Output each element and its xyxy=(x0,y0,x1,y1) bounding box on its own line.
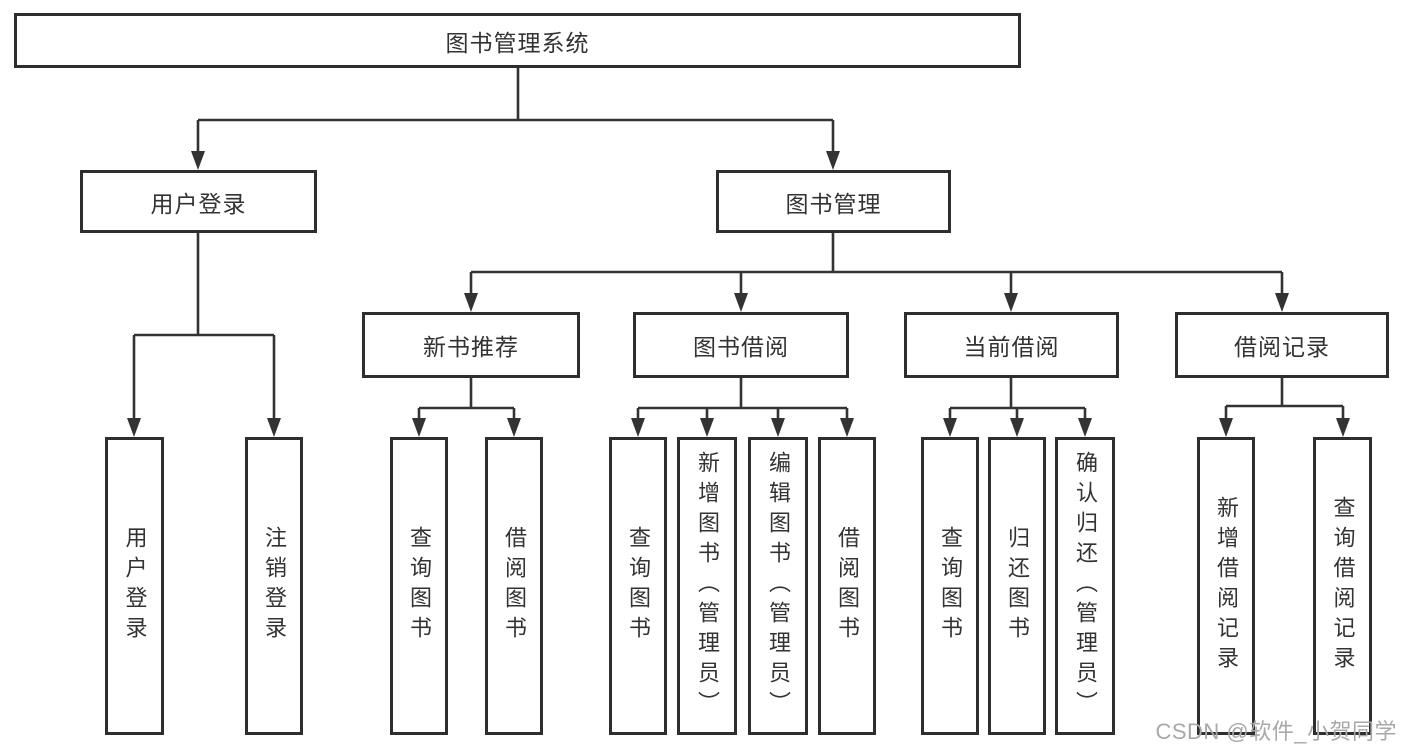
leaf-records-query-record-label: 查询借阅记录 xyxy=(1330,496,1356,676)
leaf-borrow-add-books-admin: 新增图书（管理员） xyxy=(677,437,737,735)
leaf-newrec-borrow-books-label: 借阅图书 xyxy=(502,526,527,646)
leaf-user-login: 用户登录 xyxy=(105,437,164,735)
leaf-records-add-record-label: 新增借阅记录 xyxy=(1214,496,1239,676)
leaf-records-add-record: 新增借阅记录 xyxy=(1197,437,1255,735)
leaf-current-query-books: 查询图书 xyxy=(921,437,979,735)
node-borrow-records: 借阅记录 xyxy=(1175,312,1389,378)
leaf-newrec-query-books: 查询图书 xyxy=(390,437,448,735)
csdn-watermark: CSDN @软件_小贺同学 xyxy=(1155,719,1397,744)
node-root-library-management-system: 图书管理系统 xyxy=(14,13,1021,68)
leaf-logout-label: 注销登录 xyxy=(262,526,287,646)
node-root-label: 图书管理系统 xyxy=(445,29,590,56)
leaf-current-confirm-return-admin-label: 确认归还（管理员） xyxy=(1073,451,1098,721)
node-current-borrow-label: 当前借阅 xyxy=(963,334,1060,360)
node-user-login-branch: 用户登录 xyxy=(80,170,317,233)
node-book-management-branch-label: 图书管理 xyxy=(785,190,882,217)
node-current-borrow: 当前借阅 xyxy=(904,312,1119,378)
leaf-borrow-query-books: 查询图书 xyxy=(609,437,667,735)
leaf-newrec-borrow-books: 借阅图书 xyxy=(485,437,543,735)
leaf-logout: 注销登录 xyxy=(245,437,303,735)
leaf-borrow-edit-books-admin-label: 编辑图书（管理员） xyxy=(766,451,791,721)
node-new-book-recommend: 新书推荐 xyxy=(362,312,580,378)
leaf-borrow-add-books-admin-label: 新增图书（管理员） xyxy=(695,451,720,721)
leaf-current-confirm-return-admin: 确认归还（管理员） xyxy=(1055,437,1115,735)
leaf-current-return-books-label: 归还图书 xyxy=(1005,526,1030,646)
leaf-newrec-query-books-label: 查询图书 xyxy=(407,526,432,646)
node-book-borrow-label: 图书借阅 xyxy=(693,334,789,360)
node-new-book-recommend-label: 新书推荐 xyxy=(423,334,519,360)
node-borrow-records-label: 借阅记录 xyxy=(1234,334,1330,360)
leaf-records-query-record: 查询借阅记录 xyxy=(1313,437,1372,735)
leaf-user-login-label: 用户登录 xyxy=(122,526,148,646)
node-book-management-branch: 图书管理 xyxy=(716,170,951,233)
leaf-borrow-borrow-books: 借阅图书 xyxy=(818,437,876,735)
leaf-current-query-books-label: 查询图书 xyxy=(938,526,963,646)
leaf-borrow-edit-books-admin: 编辑图书（管理员） xyxy=(748,437,808,735)
leaf-borrow-borrow-books-label: 借阅图书 xyxy=(835,526,860,646)
leaf-current-return-books: 归还图书 xyxy=(988,437,1046,735)
leaf-borrow-query-books-label: 查询图书 xyxy=(626,526,651,646)
node-user-login-branch-label: 用户登录 xyxy=(150,190,247,217)
node-book-borrow: 图书借阅 xyxy=(633,312,849,378)
